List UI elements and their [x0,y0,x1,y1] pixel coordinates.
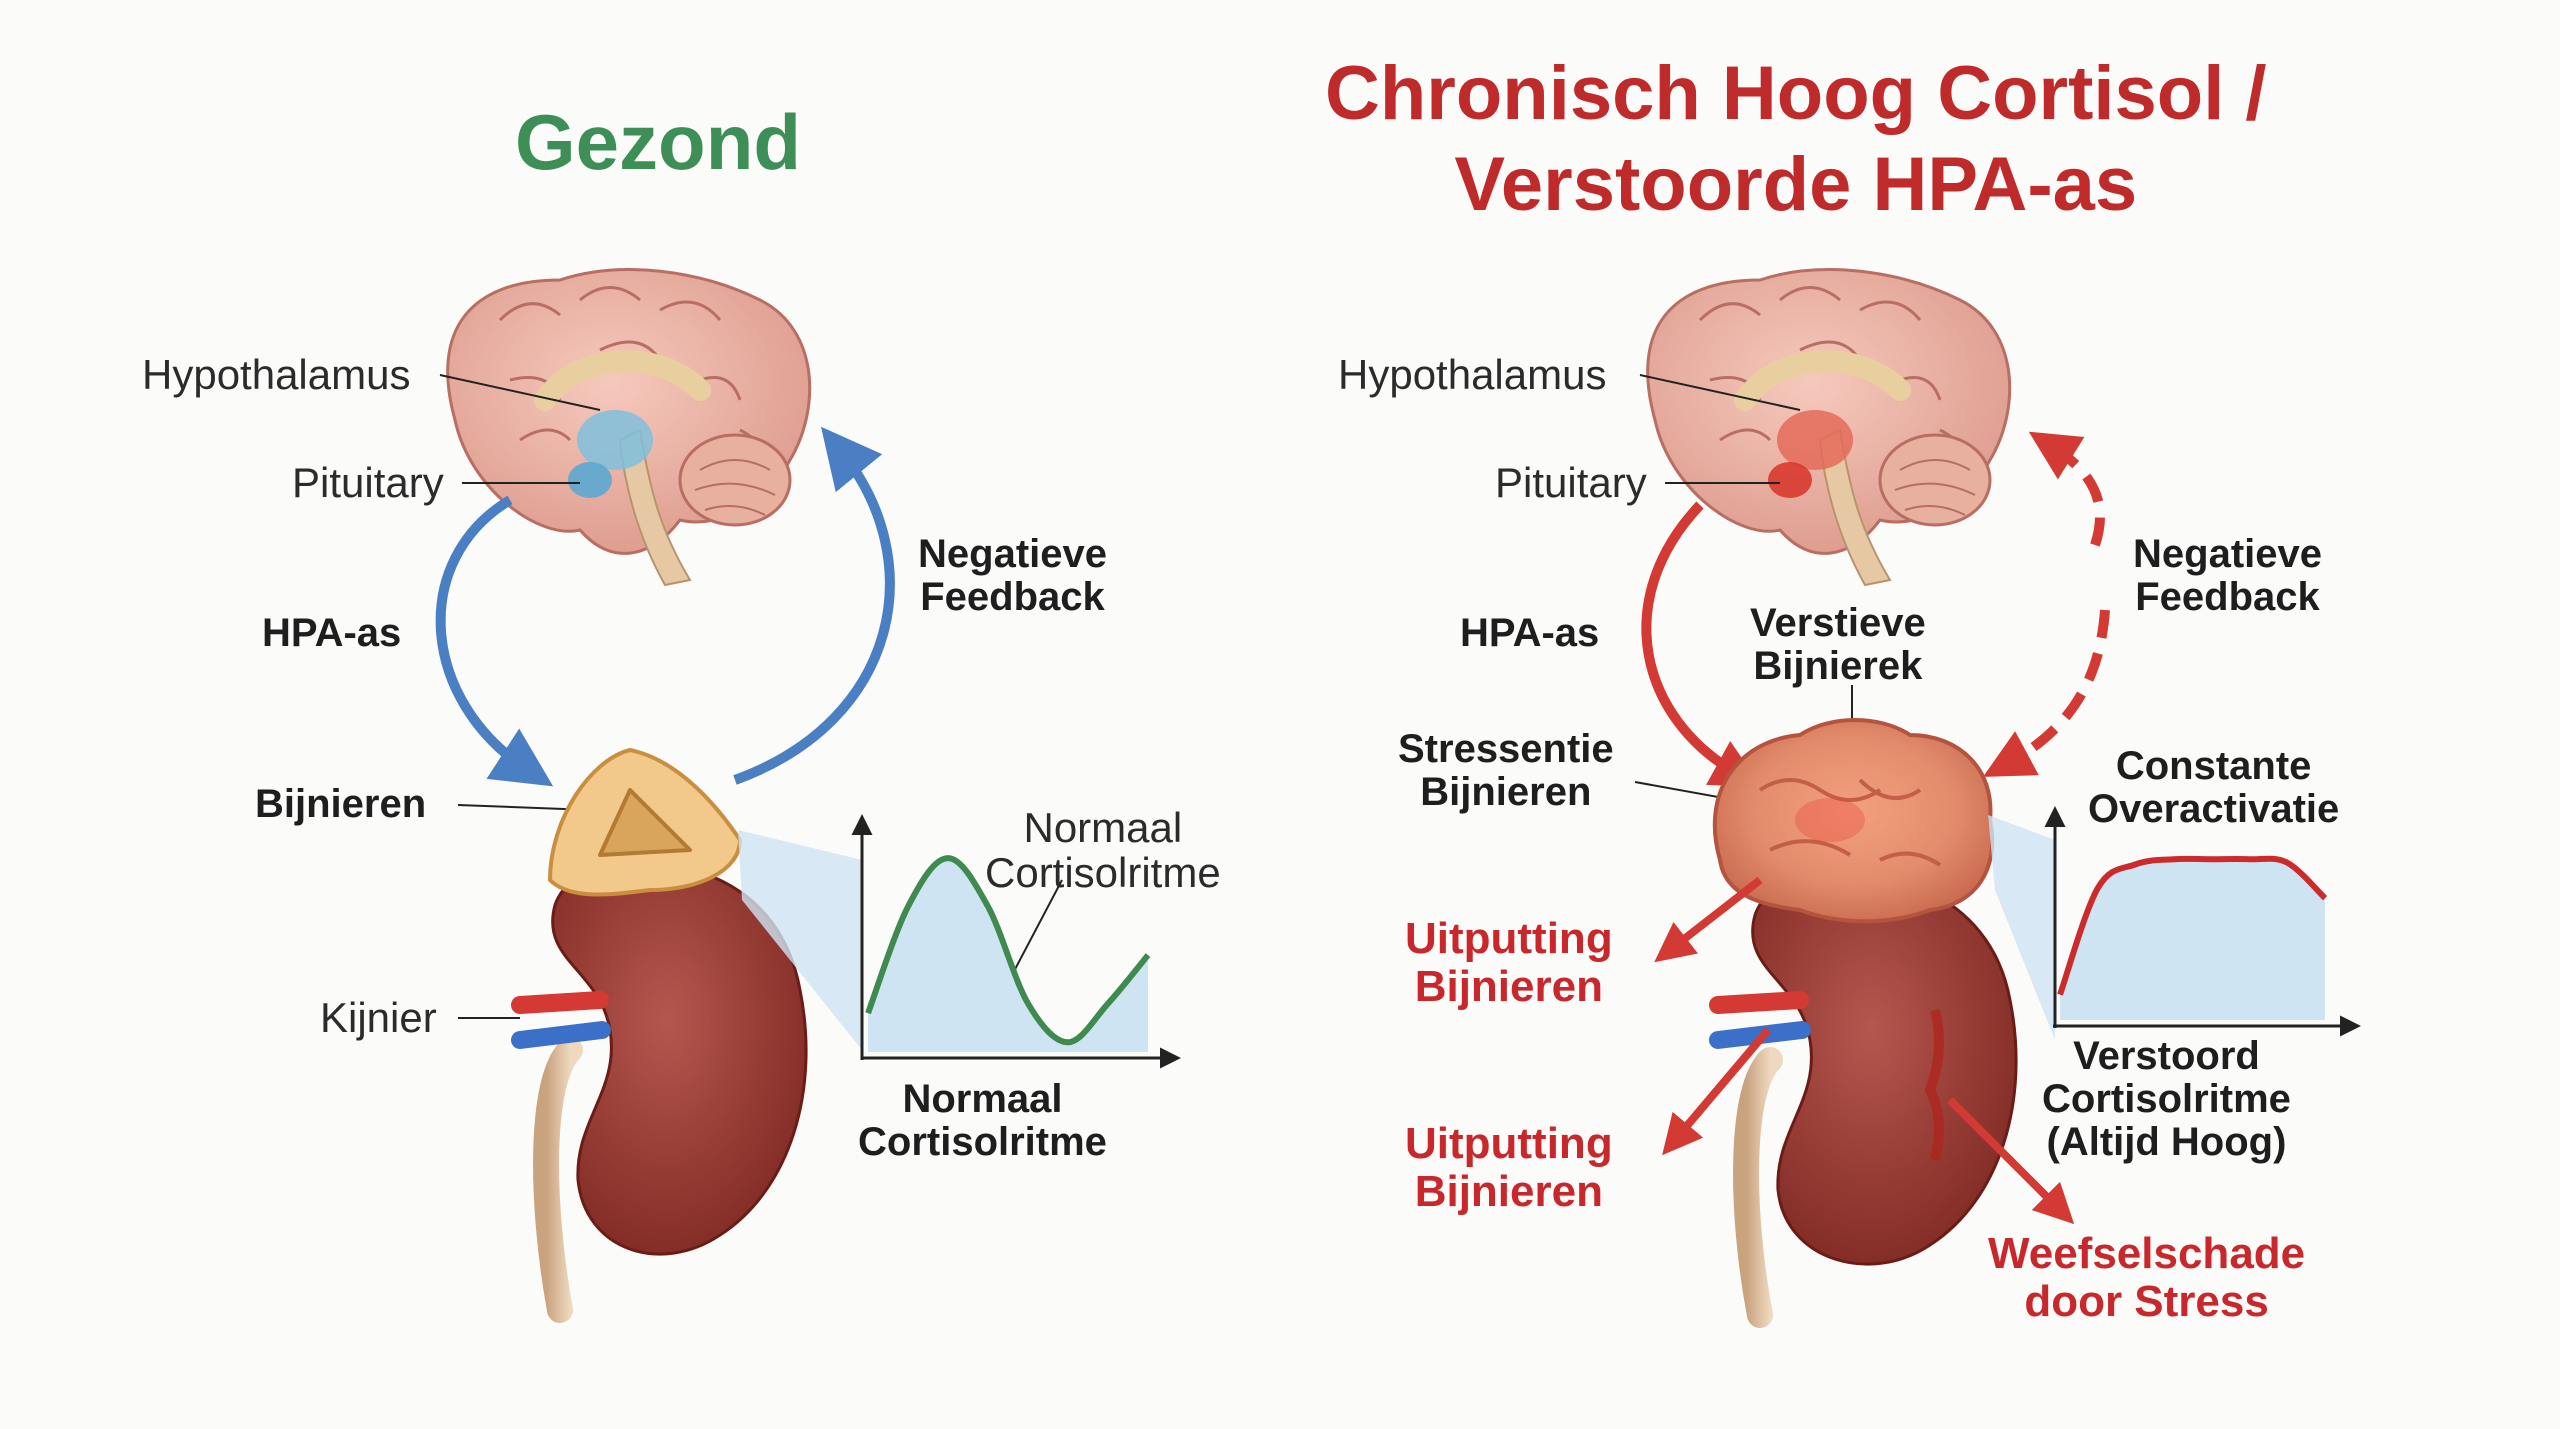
negative-feedback-label: Negatieve Feedback [918,532,1107,620]
enlarged-adrenal-label: Verstieve Bijnierek [1750,601,1926,689]
adrenal-gland-icon [1712,718,1995,924]
hpa-axis-arrow [1641,501,1762,788]
normal-cortisol-curve-area [868,858,1148,1052]
high-rhythm-chart [2044,806,2361,1037]
normal-rhythm-chart [851,814,1181,1069]
kidney-label: Kijnier [320,994,437,1041]
exhaustion-label-2: Uitputting Bijnieren [1405,1119,1613,1216]
high-cortisol-curve [2057,855,2328,996]
negative-feedback-arrow [733,426,895,785]
impaired-feedback-arrow-lower [1982,609,2110,777]
pituitary-label: Pituitary [1495,459,1647,506]
brain-icon [1646,268,2012,587]
impaired-feedback-arrow [2028,431,2105,547]
constant-overactivation-label: Constante Overactivatie [2088,744,2340,832]
tissue-damage-label: Weefselschade door Stress [1988,1229,2306,1326]
disturbed-title: Chronisch Hoog Cortisol / Verstoorde HPA… [1325,51,2267,228]
hypothalamus-label: Hypothalamus [1338,351,1607,398]
high-cortisol-curve-area [2060,858,2325,1020]
hpa-axis-arrow [435,495,554,787]
hypothalamus-label: Hypothalamus [142,351,411,398]
adrenal-gland-icon [547,747,743,897]
adrenal-glands-label: Bijnieren [255,782,427,826]
chart-caption: Verstoord Cortisolritme (Altijd Hoog) [2042,1034,2291,1165]
chart-caption: Normaal Cortisolritme [858,1077,1107,1165]
stress-adrenals-label: Stressentie Bijnieren [1398,727,1614,815]
kidney-icon [511,862,808,1323]
healthy-title: Gezond [515,98,801,186]
hpa-axis-label: HPA-as [1460,611,1600,655]
kidney-icon [1709,872,2018,1328]
hpa-axis-label: HPA-as [262,611,402,655]
curve-label: Normaal Cortisolritme [985,804,1221,897]
normal-cortisol-curve [865,855,1151,1046]
exhaustion-label-1: Uitputting Bijnieren [1405,914,1613,1011]
pituitary-label: Pituitary [292,459,444,506]
brain-icon [446,268,812,587]
negative-feedback-label: Negatieve Feedback [2133,532,2322,620]
